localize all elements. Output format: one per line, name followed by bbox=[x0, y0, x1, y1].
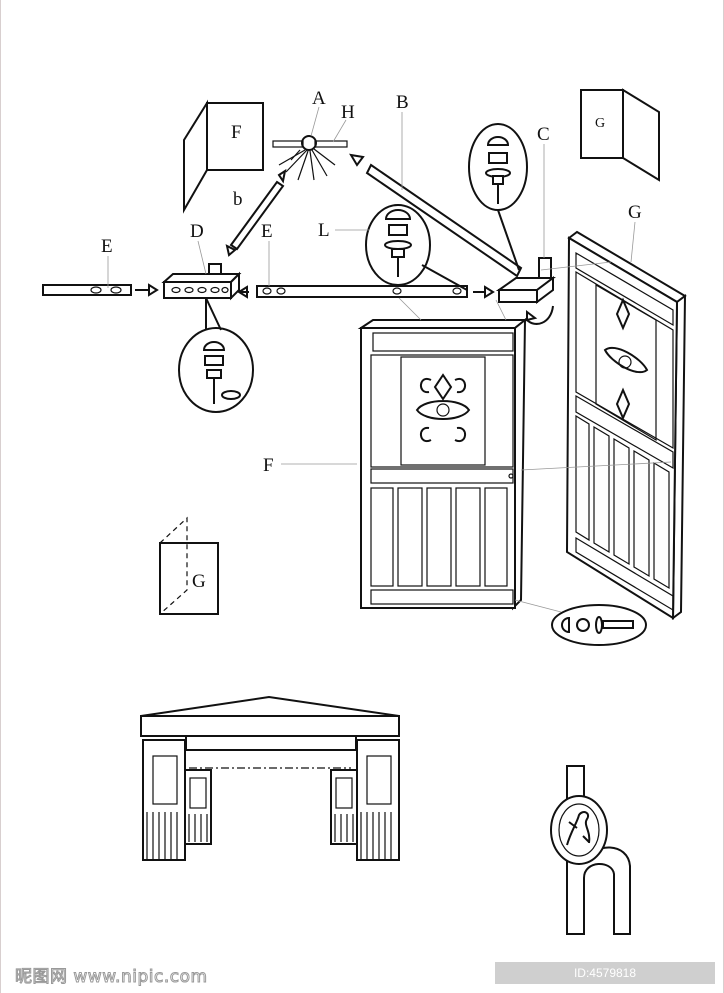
label-g-top: G bbox=[595, 116, 605, 131]
watermark-site: 昵图网 www.nipic.com bbox=[15, 967, 208, 988]
door-f bbox=[357, 297, 528, 611]
label-e-mid: E bbox=[261, 221, 273, 242]
hub-connector bbox=[272, 135, 348, 181]
rod-b-upper bbox=[349, 153, 523, 278]
hardware-bubble-top bbox=[468, 123, 528, 271]
corner-bracket-c bbox=[495, 257, 556, 325]
label-g-panel: G bbox=[192, 571, 206, 592]
label-a: A bbox=[312, 88, 326, 109]
rod-b bbox=[225, 168, 287, 257]
panel-f-top bbox=[183, 99, 264, 214]
rod-e-mid bbox=[237, 285, 495, 299]
hardware-bubble-d bbox=[178, 297, 254, 413]
label-g-door: G bbox=[628, 202, 642, 223]
hardware-bubble-hinge bbox=[514, 599, 647, 646]
h-logo-icon bbox=[550, 765, 631, 935]
hardware-bubble-l bbox=[365, 204, 468, 291]
gazebo-front-view bbox=[140, 695, 400, 861]
connector-d bbox=[161, 263, 242, 301]
rod-e-left bbox=[42, 283, 159, 297]
label-e-left: E bbox=[101, 236, 113, 257]
panel-g-top bbox=[580, 88, 660, 182]
label-b: b bbox=[233, 189, 243, 210]
label-h: H bbox=[341, 102, 355, 123]
label-d: D bbox=[190, 221, 204, 242]
label-f-door: F bbox=[263, 455, 274, 476]
door-g bbox=[565, 230, 687, 621]
panel-g-small bbox=[159, 516, 219, 615]
label-c: C bbox=[537, 124, 550, 145]
label-b-upper: B bbox=[396, 92, 409, 113]
watermark-id: ID:4579818 NO:20181208132109422000 bbox=[495, 962, 715, 993]
label-f-top: F bbox=[231, 122, 242, 143]
label-l: L bbox=[318, 220, 330, 241]
